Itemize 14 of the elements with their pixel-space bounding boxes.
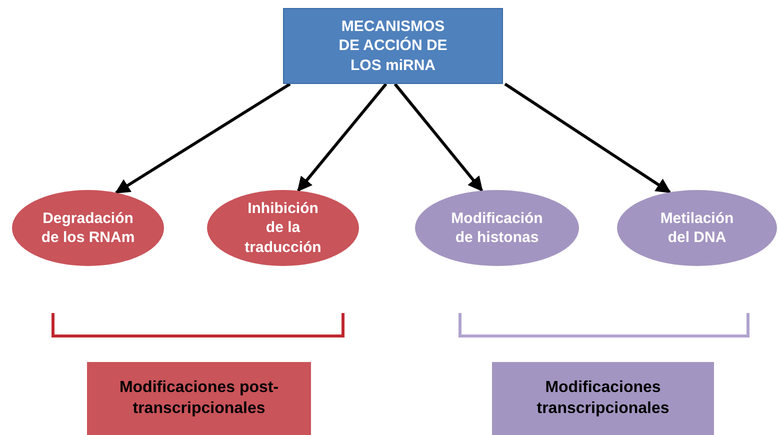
node-label: Degradación de los RNAm bbox=[40, 208, 136, 248]
node-label: Inhibición de la traducción bbox=[244, 198, 322, 258]
node-label: Modificaciones transcripcionales bbox=[536, 378, 670, 418]
node-label: Modificaciones post-transcripcionales bbox=[118, 378, 280, 418]
arrow bbox=[114, 82, 291, 194]
node-label: Metilación del DNA bbox=[659, 208, 735, 248]
arrow bbox=[504, 82, 672, 194]
node-label: MECANISMOS DE ACCIÓN DE LOS miRNA bbox=[338, 16, 448, 76]
category-box bbox=[492, 362, 714, 435]
arrow bbox=[394, 83, 484, 192]
arrow bbox=[296, 83, 388, 192]
node-label: Modificación de histonas bbox=[450, 208, 544, 248]
title-box bbox=[283, 8, 503, 84]
category-box bbox=[87, 362, 311, 435]
